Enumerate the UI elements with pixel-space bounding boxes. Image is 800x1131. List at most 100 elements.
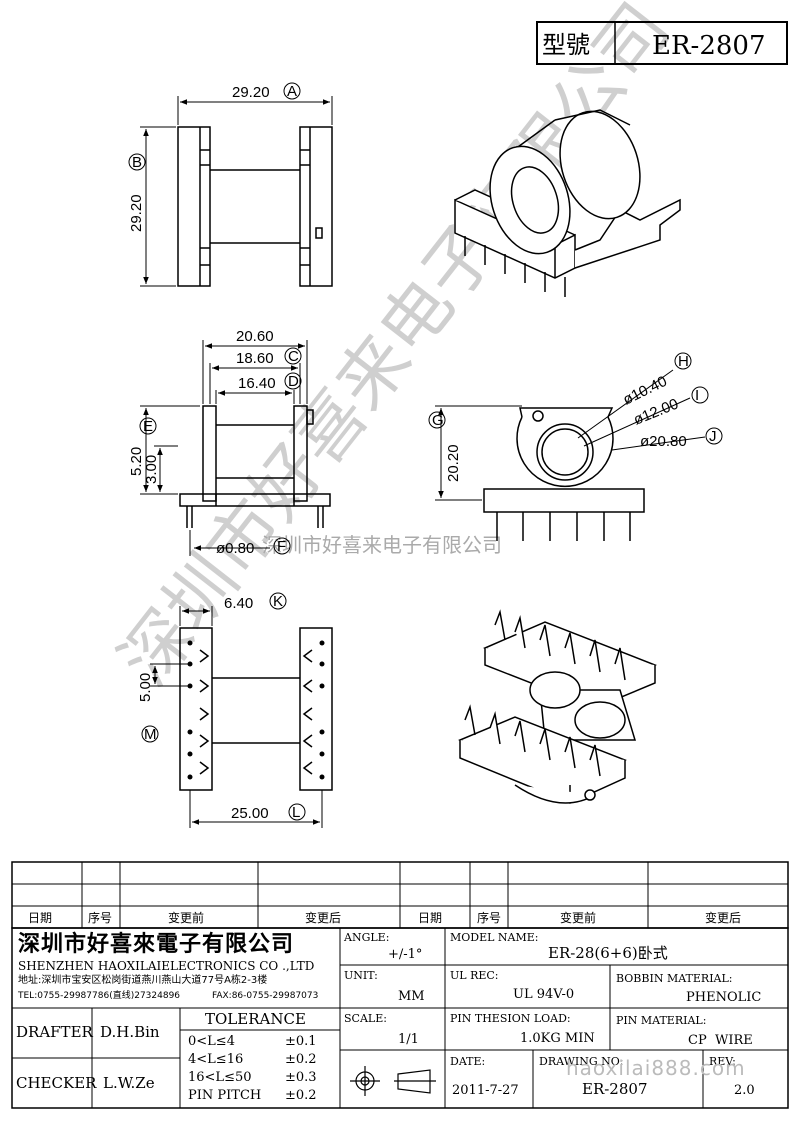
isometric-prongs-upper [494,609,626,681]
rev-header-no-2: 序号 [477,910,501,925]
dim-J-letter: J [709,428,717,445]
tolerance-range-1: 0<L≤4 [188,1034,235,1049]
dim-L-value: 25.00 [231,805,269,822]
dim-B: 29.20 B [128,126,176,287]
tolerance-value-4: ±0.2 [285,1088,317,1103]
pin-load-value: 1.0KG MIN [520,1031,595,1046]
bottom-view [179,627,333,791]
top-view [177,126,333,287]
isometric-view-top [454,109,681,297]
unit-value: MM [398,989,425,1004]
side-view-pins [496,512,631,541]
rev-value: 2.0 [734,1083,755,1098]
isometric-prongs-lower [464,704,601,777]
dim-I-letter: I [695,387,699,404]
bottom-view-pins [187,640,325,780]
tolerance-range-3: 16<L≤50 [188,1070,252,1085]
scale-value: 1/1 [398,1032,419,1047]
rev-header-before-2: 变更前 [560,910,596,925]
dim-K-letter: K [273,593,283,610]
dim-F-value: ø0.80 [216,540,254,557]
dim-L-letter: L [292,804,300,821]
dim-G-letter: G [432,412,444,429]
rev-header-after-1: 变更后 [305,910,341,925]
drafter-label: DRAFTER [16,1023,93,1041]
tolerance-value-3: ±0.3 [285,1070,317,1085]
title-block-grid [11,927,789,1109]
projection-symbol-icon [350,1066,436,1096]
watermark-diagonal: 深圳市好喜来电子有限公司 [104,0,686,700]
pin-load-label: PIN THESION LOAD: [450,1012,571,1025]
dim-3-value: 3.00 [143,455,160,484]
dim-K-value: 6.40 [224,595,253,612]
date-label: DATE: [450,1055,486,1068]
dim-A-letter: A [287,83,297,100]
tolerance-range-4: PIN PITCH [188,1088,262,1103]
dim-M-letter: M [144,726,157,743]
dim-D-letter: D [288,373,299,390]
dim-pitch-value: 5.00 [137,673,154,702]
dim-A-value: 29.20 [232,84,270,101]
drawing-no-label: DRAWING NO: [539,1055,624,1068]
tolerance-range-2: 4<L≤16 [188,1052,244,1067]
model-name-value: ER-28(6+6)卧式 [548,944,668,962]
rev-label: REV: [709,1055,736,1068]
bottom-view-dims [150,606,323,828]
company-name-cn: 深圳市好喜來電子有限公司 [18,931,295,957]
dim-B-letter: B [132,154,142,171]
dim-E-letter: E [143,418,153,435]
drafter-value: D.H.Bin [100,1023,160,1041]
tolerance-title: TOLERANCE [205,1010,306,1028]
drawing-no-value: ER-2807 [582,1080,648,1098]
watermark: 深圳市好喜来电子有限公司 深圳市好喜来电子有限公司 [104,0,686,700]
side-view [483,407,645,541]
dim-H-letter: H [678,353,689,370]
tolerance-value-1: ±0.1 [285,1034,317,1049]
model-box-value: ER-2807 [652,31,766,61]
ul-rec-label: UL REC: [450,969,499,982]
rev-header-no-1: 序号 [88,910,112,925]
company-fax: FAX:86-0755-29987073 [212,991,319,1001]
company-name-en: SHENZHEN HAOXILAIELECTRONICS CO .,LTD [18,959,315,973]
company-address: 地址:深圳市宝安区松岗街道燕川燕山大道77号A栋2-3楼 [18,975,268,986]
rev-header-before-1: 变更前 [168,910,204,925]
site-watermark: haoxilai888.com [566,1056,746,1080]
dim-G-value: 20.20 [445,444,462,482]
dim-J-value: ø20.80 [640,433,687,450]
front-view-dims [140,340,308,556]
angle-value: +/-1° [388,947,423,962]
bobbin-material-value: PHENOLIC [686,990,762,1005]
front-view [179,405,331,528]
isometric-view-bottom [458,609,658,804]
checker-value: L.W.Ze [103,1074,155,1092]
side-view-dims [435,369,706,501]
dim-D-value: 16.40 [238,375,276,392]
dim-A: 29.20 A [177,82,333,125]
isometric-pins-top [464,236,566,297]
model-name-label: MODEL NAME: [450,931,539,944]
dim-B-value: 29.20 [128,194,145,232]
date-value: 2011-7-27 [452,1083,519,1098]
dim-C-value: 18.60 [236,350,274,367]
checker-label: CHECKER [16,1074,97,1092]
unit-label: UNIT: [344,969,378,982]
pin-material-label: PIN MATERIAL: [616,1014,707,1027]
tolerance-value-2: ±0.2 [285,1052,317,1067]
dim-E-value: 5.20 [128,447,145,476]
revision-headers: 日期 序号 变更前 变更后 日期 序号 变更前 变更后 [28,910,741,925]
rev-header-after-2: 变更后 [705,910,741,925]
revision-table [11,861,789,929]
rev-header-date-1: 日期 [28,911,52,925]
angle-label: ANGLE: [344,931,390,944]
scale-label: SCALE: [344,1012,387,1025]
model-box: 型號 ER-2807 [536,21,788,65]
pin-material-value: CP WIRE [688,1033,753,1048]
company-tel: TEL:0755-29987786(直线)27324896 [18,991,181,1001]
rev-header-date-2: 日期 [418,911,442,925]
watermark-horizontal: 深圳市好喜来电子有限公司 [262,533,502,557]
model-box-label: 型號 [542,31,590,59]
dim-C-letter: C [288,348,299,365]
dim-F-letter: F [277,538,286,555]
ul-rec-value: UL 94V-0 [513,987,575,1002]
